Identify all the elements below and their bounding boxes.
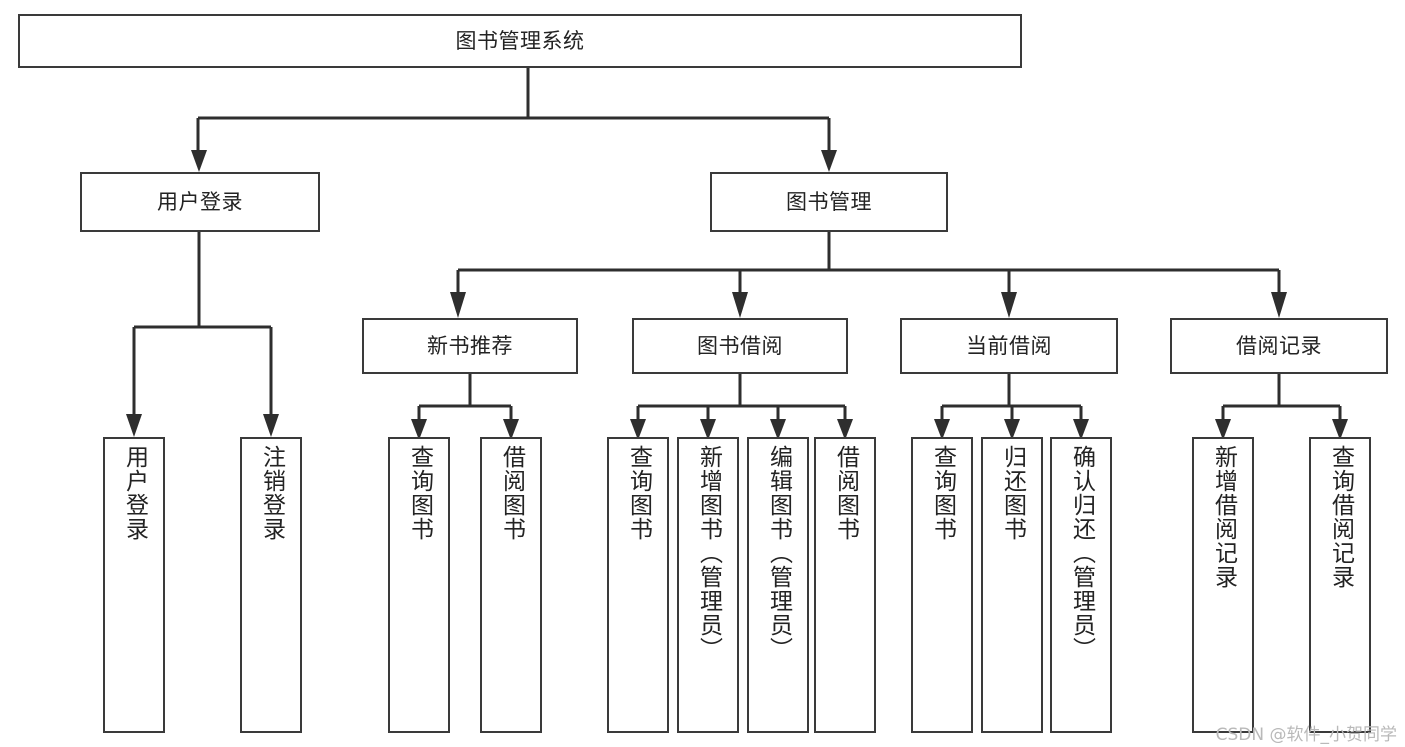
leaf-borrow-book-recommend[interactable]: 借阅图书 [480, 437, 542, 733]
leaf-confirm-return-admin[interactable]: 确认归还（管理员） [1050, 437, 1112, 733]
leaf-logout[interactable]: 注销登录 [240, 437, 302, 733]
node-label: 当前借阅 [966, 333, 1052, 358]
node-label: 查询图书 [625, 445, 652, 541]
leaf-search-book-recommend[interactable]: 查询图书 [388, 437, 450, 733]
node-label: 归还图书 [999, 445, 1026, 541]
node-label: 借阅图书 [832, 445, 859, 541]
node-label: 用户登录 [157, 189, 243, 214]
node-book-management[interactable]: 图书管理 [710, 172, 948, 232]
node-label: 查询图书 [929, 445, 956, 541]
leaf-borrow-book[interactable]: 借阅图书 [814, 437, 876, 733]
node-root-book-management-system[interactable]: 图书管理系统 [18, 14, 1022, 68]
leaf-edit-book-admin[interactable]: 编辑图书（管理员） [747, 437, 809, 733]
node-label: 新书推荐 [427, 333, 513, 358]
leaf-return-book[interactable]: 归还图书 [981, 437, 1043, 733]
leaf-add-borrow-record[interactable]: 新增借阅记录 [1192, 437, 1254, 733]
node-borrow-record[interactable]: 借阅记录 [1170, 318, 1388, 374]
node-label: 借阅图书 [498, 445, 525, 541]
node-new-book-recommend[interactable]: 新书推荐 [362, 318, 578, 374]
node-label: 查询借阅记录 [1327, 445, 1354, 589]
leaf-add-book-admin[interactable]: 新增图书（管理员） [677, 437, 739, 733]
node-label: 借阅记录 [1236, 333, 1322, 358]
node-label: 图书管理 [786, 189, 872, 214]
leaf-search-borrow-record[interactable]: 查询借阅记录 [1309, 437, 1371, 733]
node-label: 用户登录 [121, 445, 148, 541]
node-label: 新增图书（管理员） [695, 445, 722, 661]
node-book-borrow[interactable]: 图书借阅 [632, 318, 848, 374]
leaf-search-book-borrow[interactable]: 查询图书 [607, 437, 669, 733]
leaf-search-book-current[interactable]: 查询图书 [911, 437, 973, 733]
node-label: 新增借阅记录 [1210, 445, 1237, 589]
node-label: 查询图书 [406, 445, 433, 541]
node-user-login[interactable]: 用户登录 [80, 172, 320, 232]
node-current-borrow[interactable]: 当前借阅 [900, 318, 1118, 374]
node-label: 注销登录 [258, 445, 285, 541]
node-label: 编辑图书（管理员） [765, 445, 792, 661]
node-label: 图书管理系统 [455, 28, 585, 53]
node-label: 图书借阅 [697, 333, 783, 358]
leaf-user-login[interactable]: 用户登录 [103, 437, 165, 733]
node-label: 确认归还（管理员） [1068, 445, 1095, 661]
